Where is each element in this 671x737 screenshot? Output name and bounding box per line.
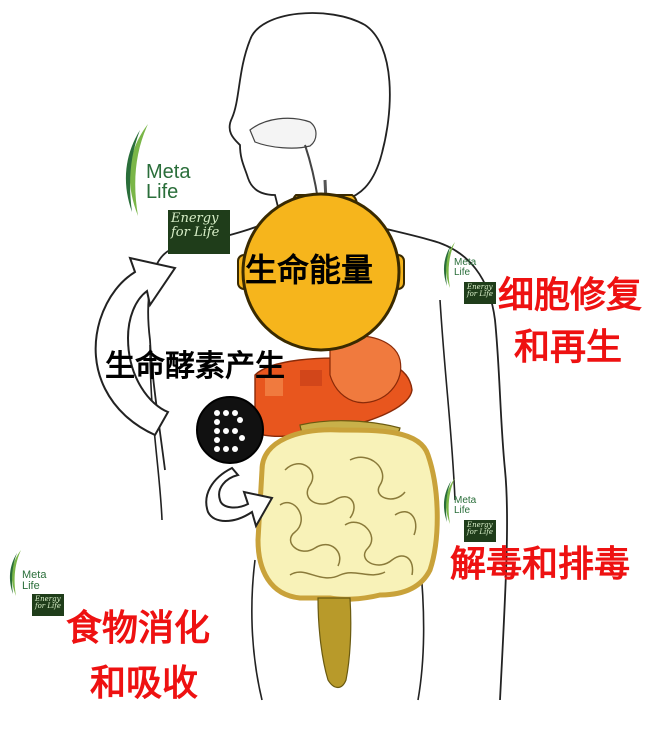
hip-line-left [252,560,262,700]
logo-life-text: Life [454,506,470,516]
cell-repair-label-line1: 细胞修复 [498,278,642,314]
life-energy-label: 生命能量 [245,254,373,286]
logo-life-text: Life [146,182,178,202]
throat [305,145,318,200]
detox-label: 解毒和排毒 [450,547,630,583]
logo-tagline: Energy for Life [32,594,64,616]
logo-tag-line2: for Life [35,603,61,610]
metalife-logo-small: Meta Life Energy for Life [6,548,66,618]
metalife-logo: Meta Life Energy for Life [118,120,238,260]
enzyme-production-label: 生命酵素产生 [105,352,285,382]
digestion-label-line1: 食物消化 [66,611,210,647]
logo-tag-line2: for Life [171,226,227,240]
logo-tagline: Energy for Life [168,210,230,254]
nasal-cavity [250,118,316,148]
logo-tag-line2: for Life [467,291,493,298]
metalife-logo-small: Meta Life Energy for Life [440,476,500,546]
logo-tag-line2: for Life [467,529,493,536]
right-arm-line [440,300,455,500]
digestion-label-line2: 和吸收 [90,666,198,702]
logo-life-text: Life [454,268,470,278]
cycle-arrow-icon [96,258,175,435]
logo-tagline: Energy for Life [464,520,496,542]
logo-tagline: Energy for Life [464,282,496,304]
metalife-logo-small: Meta Life Energy for Life [440,240,500,310]
liver-texture [300,370,322,386]
logo-tag-line1: Energy [171,212,227,226]
enzyme-icon [197,397,263,463]
logo-meta-text: Meta [146,162,190,182]
cell-repair-label-line2: 和再生 [514,330,622,366]
rectum [318,598,351,688]
logo-life-text: Life [22,581,40,592]
